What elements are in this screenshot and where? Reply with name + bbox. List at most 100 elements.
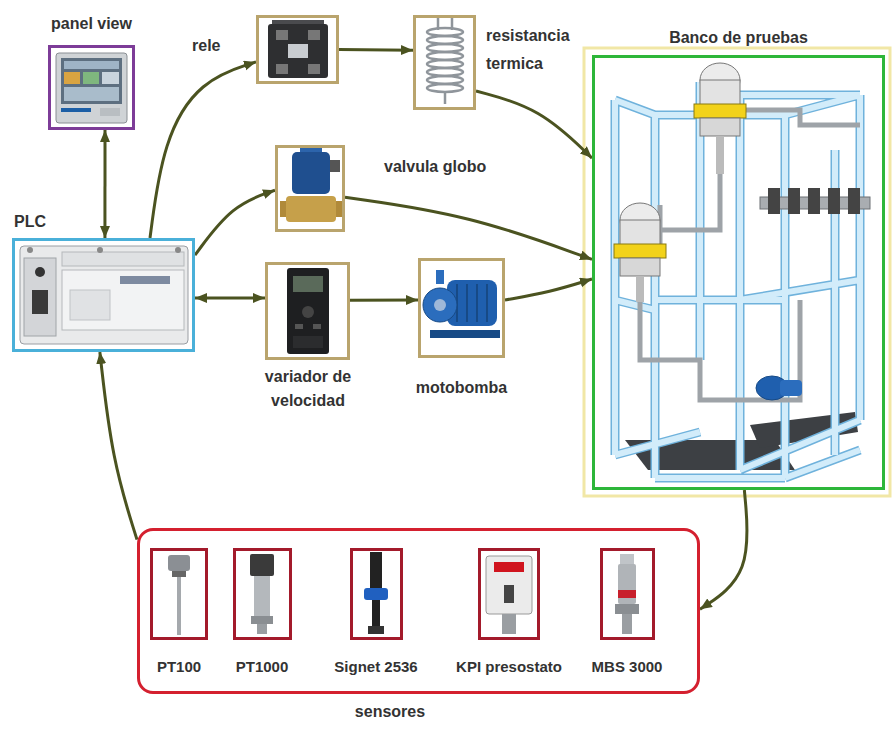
pump-icon-part [423, 288, 457, 322]
signal-arrow [100, 352, 137, 540]
heating-coil-icon-part [444, 92, 447, 104]
globe-valve-icon [280, 148, 342, 222]
panel-view-icon-part [61, 108, 91, 112]
plc-icon-part [35, 267, 45, 277]
relay-icon-part [308, 30, 320, 40]
pt100-icon-part [172, 571, 186, 577]
heater-box: resistancia termica [413, 15, 476, 110]
component-label: resistancia termica [486, 22, 586, 78]
signal-arrow [103, 130, 106, 238]
pt100-icon-part [168, 555, 190, 571]
node-border [413, 15, 476, 110]
signal-arrow [195, 190, 275, 255]
relay-icon-part [308, 64, 320, 74]
plc-icon-part [175, 247, 181, 253]
relay-icon-part [276, 64, 288, 74]
signal-arrow [700, 490, 747, 609]
sensor-box: MBS 3000 [600, 548, 655, 640]
pressure-transmitter-icon [615, 554, 639, 634]
node-border [150, 548, 208, 640]
pump-icon [423, 270, 500, 338]
signal-arrow [195, 296, 265, 299]
pt100-icon-part [177, 577, 181, 635]
component-label: sensores [330, 702, 450, 722]
relay-icon-part [268, 24, 328, 78]
hmi-box: panel view [48, 45, 135, 130]
node-border [256, 15, 339, 84]
panel-view-icon-part [64, 61, 119, 69]
component-label: PLC [14, 212, 74, 232]
pump-icon-part [430, 330, 500, 338]
flow-sensor-icon-part [370, 552, 382, 588]
valve-box: valvula globo [275, 145, 345, 232]
plc-icon-part [27, 247, 33, 253]
signal-arrow [339, 48, 413, 52]
plc-icon-part [70, 290, 110, 320]
heating-coil-icon-part [427, 84, 463, 92]
test-bench-illustration [584, 48, 890, 496]
drive-box: variador de velocidad [265, 262, 350, 360]
test-bench-illustration-part [700, 80, 740, 106]
sensor-box: KPI presostato [478, 548, 540, 640]
sensor-box: Signet 2536 [350, 548, 403, 640]
panel-view-icon-part [56, 53, 127, 123]
pressure-switch-icon-part [504, 585, 514, 603]
node-border [265, 262, 350, 360]
plc-icon [20, 246, 188, 344]
pump-icon-part [476, 284, 478, 322]
plc-icon-part [62, 252, 184, 266]
node-border [48, 45, 135, 130]
test-bench-illustration-part [848, 188, 860, 214]
globe-valve-icon-part [330, 160, 340, 172]
test-bench-illustration-part [716, 136, 724, 174]
sensor-label: PT100 [119, 657, 239, 677]
test-bench-illustration-part [584, 48, 890, 496]
heating-coil-icon [427, 18, 463, 104]
node-border [592, 55, 885, 490]
pressure-switch-icon [486, 556, 532, 634]
test-bench-illustration-part [614, 244, 666, 258]
test-bench-illustration-part [694, 104, 746, 118]
test-bench-illustration-part [788, 188, 800, 214]
pt1000-icon-part [254, 576, 270, 616]
node-border [233, 548, 292, 640]
pt1000-icon-part [250, 554, 274, 576]
panel-view-icon-part [61, 58, 122, 104]
test-bench-illustration-part [640, 110, 860, 400]
component-label: valvula globo [384, 157, 524, 177]
pressure-transmitter-icon-part [618, 590, 636, 598]
component-label: motobomba [399, 378, 524, 398]
pump-icon-part [434, 299, 446, 311]
test-bench-illustration-part [780, 380, 802, 396]
sensor-label: Signet 2536 [316, 657, 436, 677]
node-border [350, 548, 403, 640]
speed-drive-icon-part [302, 306, 314, 318]
plc-icon-part [20, 246, 188, 344]
plc-icon-part [24, 258, 56, 336]
sensor-label: PT1000 [202, 657, 322, 677]
flow-sensor-icon-part [368, 626, 384, 634]
speed-drive-icon-part [293, 276, 323, 292]
flow-sensor-icon-part [364, 588, 388, 600]
component-label: Banco de pruebas [600, 28, 877, 48]
globe-valve-icon-part [286, 196, 336, 222]
test-bench-illustration-part [828, 188, 840, 214]
test-bench-illustration-part [768, 188, 780, 214]
plc-icon-part [32, 290, 48, 314]
sensor-box: PT100 [150, 548, 208, 640]
pump-icon-part [436, 270, 444, 284]
pressure-transmitter-icon-part [618, 564, 636, 604]
signal-arrow [345, 197, 592, 259]
component-label: variador de velocidad [253, 365, 363, 413]
pt1000-icon-part [251, 616, 273, 624]
node-border [478, 548, 540, 640]
signal-arrow [150, 62, 256, 238]
pt100-icon [168, 555, 190, 635]
test-bench-illustration-part [700, 118, 740, 136]
speed-drive-icon-part [313, 324, 321, 329]
plc-box: PLC [12, 238, 195, 352]
pressure-transmitter-icon-part [615, 604, 639, 614]
plc-icon-part [97, 247, 103, 253]
pressure-switch-icon-part [494, 562, 524, 572]
